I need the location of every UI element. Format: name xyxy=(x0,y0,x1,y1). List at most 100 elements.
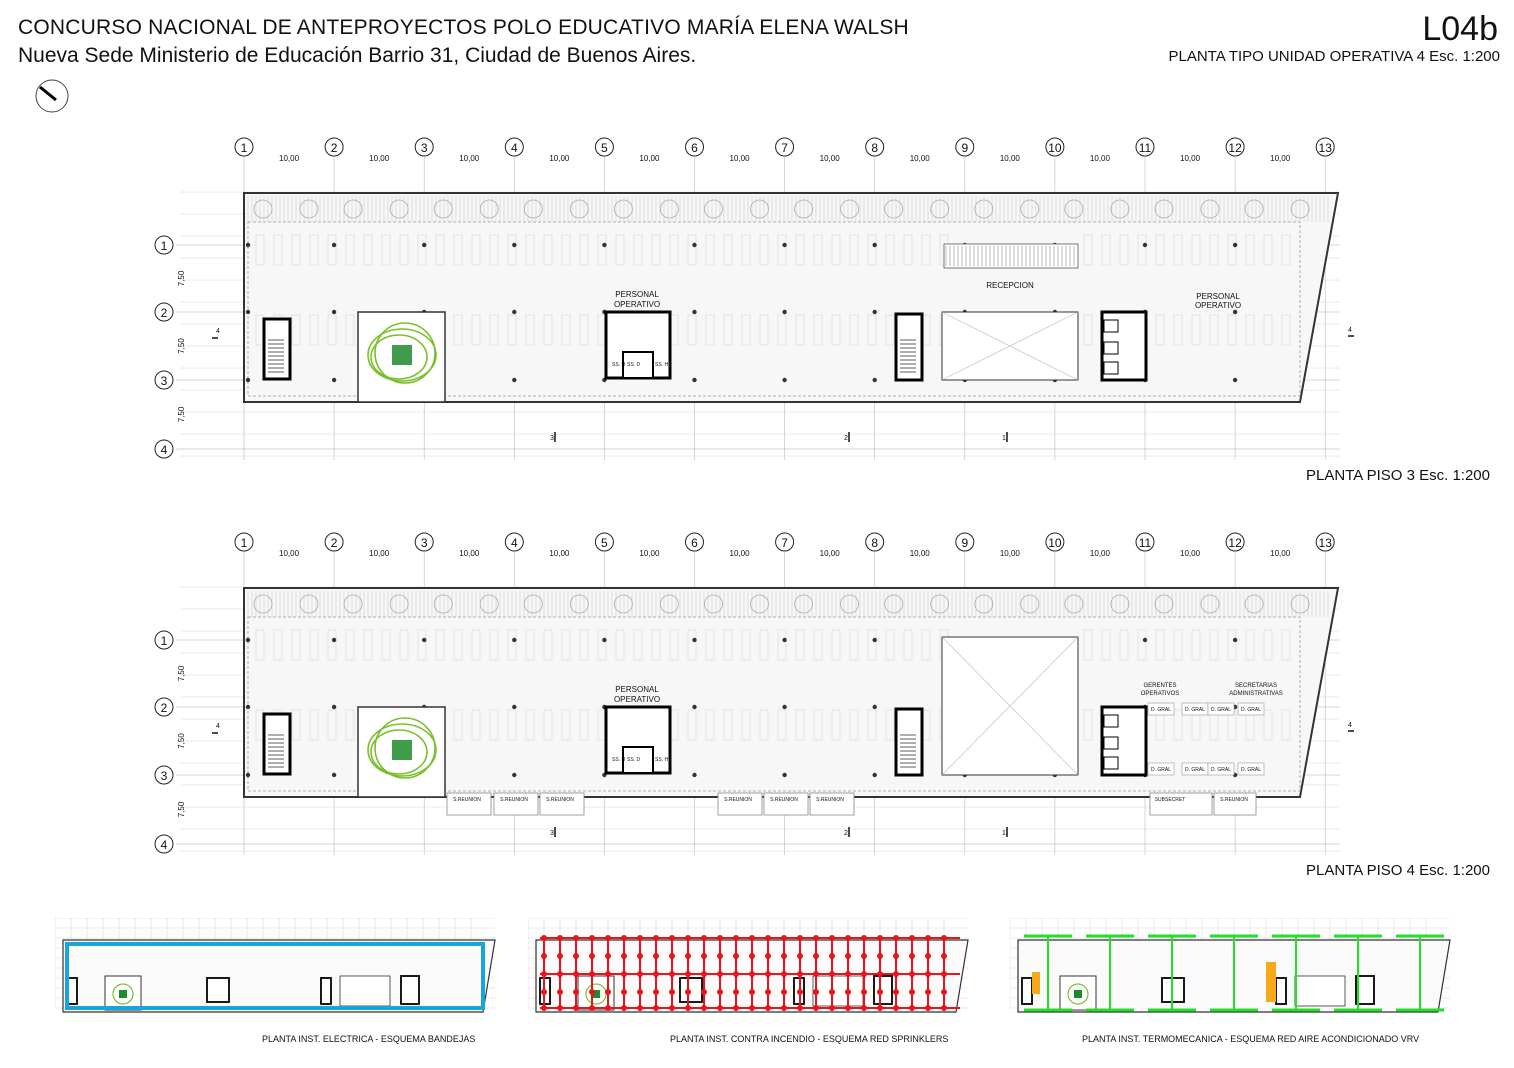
desk xyxy=(849,629,859,661)
office-cell xyxy=(1237,762,1265,776)
desk xyxy=(1227,314,1237,346)
desk xyxy=(525,709,535,741)
desk xyxy=(309,314,319,346)
sprinkler-head-icon xyxy=(749,953,755,959)
grid-column-label: 2 xyxy=(331,141,338,155)
desk xyxy=(1137,234,1147,266)
desk xyxy=(867,629,877,661)
desk xyxy=(1209,234,1219,266)
planter-icon xyxy=(750,594,769,614)
desk xyxy=(1083,629,1093,661)
grid-column-label: 4 xyxy=(511,536,518,550)
office-cell xyxy=(1147,762,1175,776)
desk xyxy=(417,629,427,661)
planter-icon xyxy=(930,199,950,219)
grid-bubble-column xyxy=(234,532,254,552)
desk xyxy=(453,314,463,346)
planter-icon xyxy=(1064,594,1084,614)
grid-bubble-row xyxy=(154,834,174,854)
grid-spacing-label: 10,00 xyxy=(1180,549,1201,558)
desk xyxy=(741,709,751,741)
planter-icon xyxy=(389,594,409,614)
section-mark-label: 1 xyxy=(1002,830,1006,837)
structural-column xyxy=(512,309,517,315)
ss-h-label: SS. H xyxy=(655,757,668,763)
planter-icon xyxy=(884,199,904,219)
meeting-room xyxy=(1213,792,1257,816)
vegetation-ring xyxy=(370,729,428,775)
grid-column-label: 10 xyxy=(1048,536,1062,550)
structural-column xyxy=(782,377,787,383)
planter-icon xyxy=(569,199,589,219)
mini-vegetation xyxy=(112,983,134,1005)
desk xyxy=(471,709,481,741)
sprinkler-head-icon xyxy=(749,989,755,995)
grid-column-label: 7 xyxy=(781,536,788,550)
desk xyxy=(1119,234,1129,266)
desk xyxy=(579,314,589,346)
grid-row-label: 1 xyxy=(161,239,168,253)
desk xyxy=(1281,629,1291,661)
planter-icon xyxy=(343,594,363,614)
meeting-room-label: SUBSECRET xyxy=(1155,797,1186,803)
elevator-shaft xyxy=(1103,361,1119,375)
structural-column xyxy=(331,637,337,643)
planter-icon xyxy=(253,199,273,219)
structural-column xyxy=(872,637,877,643)
sprinkler-head-icon xyxy=(765,989,771,995)
grid-spacing-label: 10,00 xyxy=(1000,549,1021,558)
elevator-shaft xyxy=(1103,756,1119,770)
sprinkler-head-icon xyxy=(765,953,771,959)
planter-icon xyxy=(614,594,633,614)
sprinkler-head-icon xyxy=(573,953,579,959)
desk xyxy=(813,709,823,741)
planter-icon xyxy=(253,594,273,614)
grid-spacing-label: 10,00 xyxy=(549,154,570,163)
area-label-personal-right: PERSONAL xyxy=(1196,292,1240,301)
planter-icon xyxy=(1200,594,1220,614)
grid-bubble-column xyxy=(504,532,524,552)
sprinkler-head-icon xyxy=(925,953,931,959)
grid-spacing-label: 10,00 xyxy=(459,549,480,558)
desk xyxy=(1173,314,1183,346)
desk xyxy=(705,234,715,266)
desk xyxy=(1263,629,1273,661)
sprinkler-head-icon xyxy=(541,989,547,995)
stair-core-left xyxy=(262,317,292,381)
desk xyxy=(1173,234,1183,266)
planter-icon xyxy=(299,594,319,614)
grid-bubble-column xyxy=(1045,137,1065,157)
planter-icon xyxy=(523,594,543,614)
desk xyxy=(885,234,895,266)
grid-column-label: 11 xyxy=(1139,536,1152,550)
grid-spacing-label: 10,00 xyxy=(639,549,660,558)
grid-bubble-column xyxy=(324,532,344,552)
desk xyxy=(597,234,607,266)
desk xyxy=(1173,709,1183,741)
planter-icon xyxy=(389,199,409,219)
desk xyxy=(471,629,481,661)
grid-column-label: 2 xyxy=(331,536,338,550)
desk xyxy=(255,629,265,661)
grid-spacing-label: 10,00 xyxy=(1270,154,1291,163)
desk xyxy=(1155,629,1165,661)
vegetation-ring xyxy=(370,334,428,380)
d-gral-label: D. GRAL xyxy=(1185,767,1205,773)
grid-column-label: 9 xyxy=(961,141,968,155)
desk xyxy=(795,234,805,266)
grid-bubble-column xyxy=(504,137,524,157)
grid-bubble-column xyxy=(1135,137,1155,157)
sprinkler-head-icon xyxy=(541,953,547,959)
sprinkler-head-icon xyxy=(733,953,739,959)
sprinkler-head-icon xyxy=(589,989,595,995)
structural-column xyxy=(422,637,427,643)
plan-piso-3: 110,00210,00310,00410,00510,00610,00710,… xyxy=(154,137,1354,460)
section-mark-label: 4 xyxy=(216,723,220,730)
structural-column xyxy=(692,704,697,710)
desk xyxy=(291,629,301,661)
mini-void xyxy=(1294,975,1346,1007)
grid-spacing-label: 10,00 xyxy=(910,549,931,558)
sprinkler-head-icon xyxy=(685,989,691,995)
grid-bubble-column xyxy=(1225,532,1245,552)
desk xyxy=(435,234,445,266)
